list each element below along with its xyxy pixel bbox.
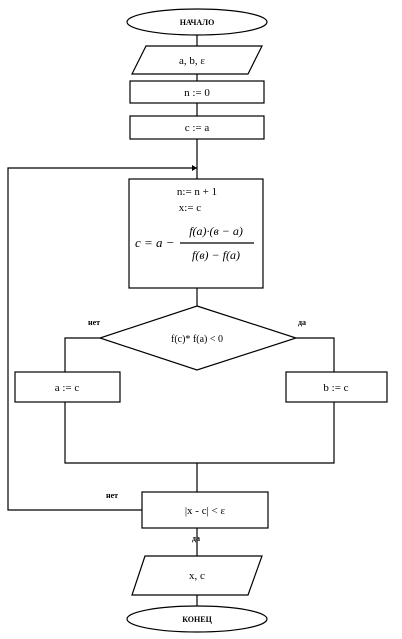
sign-decision-no-label: нет bbox=[88, 318, 100, 327]
input-label: a, b, ε bbox=[179, 55, 205, 67]
end-label: КОНЕЦ bbox=[182, 615, 212, 624]
stop-condition-no-label: нет bbox=[106, 491, 118, 500]
end-terminator bbox=[126, 605, 268, 633]
assign-right-box bbox=[285, 371, 388, 403]
sign-decision-label: f(c)* f(a) < 0 bbox=[171, 334, 223, 345]
start-label: НАЧАЛО bbox=[180, 18, 215, 27]
formula-lhs: c = a − bbox=[135, 235, 175, 250]
init-c-label: c := a bbox=[185, 122, 210, 134]
formula-denominator: f(в) − f(a) bbox=[192, 248, 240, 262]
connector-lines bbox=[7, 35, 335, 606]
stop-condition-label: |x - c| < ε bbox=[185, 505, 226, 517]
stop-condition-box bbox=[141, 491, 269, 529]
process-box bbox=[128, 178, 264, 289]
process-line2: x:= c bbox=[179, 202, 202, 214]
sign-decision-diamond bbox=[98, 305, 298, 371]
init-n-box bbox=[129, 80, 265, 104]
arrow-heads bbox=[192, 165, 197, 171]
input-parallelogram bbox=[131, 45, 263, 75]
init-n-label: n := 0 bbox=[184, 87, 210, 99]
process-line1: n:= n + 1 bbox=[177, 186, 217, 198]
assign-right-label: b := c bbox=[323, 382, 348, 394]
formula-numerator: f(a)·(в − a) bbox=[189, 224, 243, 238]
stop-condition-yes-label: да bbox=[192, 534, 200, 543]
sign-decision-yes-label: да bbox=[298, 318, 306, 327]
start-terminator bbox=[126, 8, 268, 36]
assign-left-label: a := c bbox=[55, 382, 80, 394]
init-c-box bbox=[129, 115, 265, 140]
assign-left-box bbox=[14, 371, 121, 403]
output-parallelogram bbox=[131, 555, 263, 596]
output-label: x, c bbox=[189, 570, 205, 582]
